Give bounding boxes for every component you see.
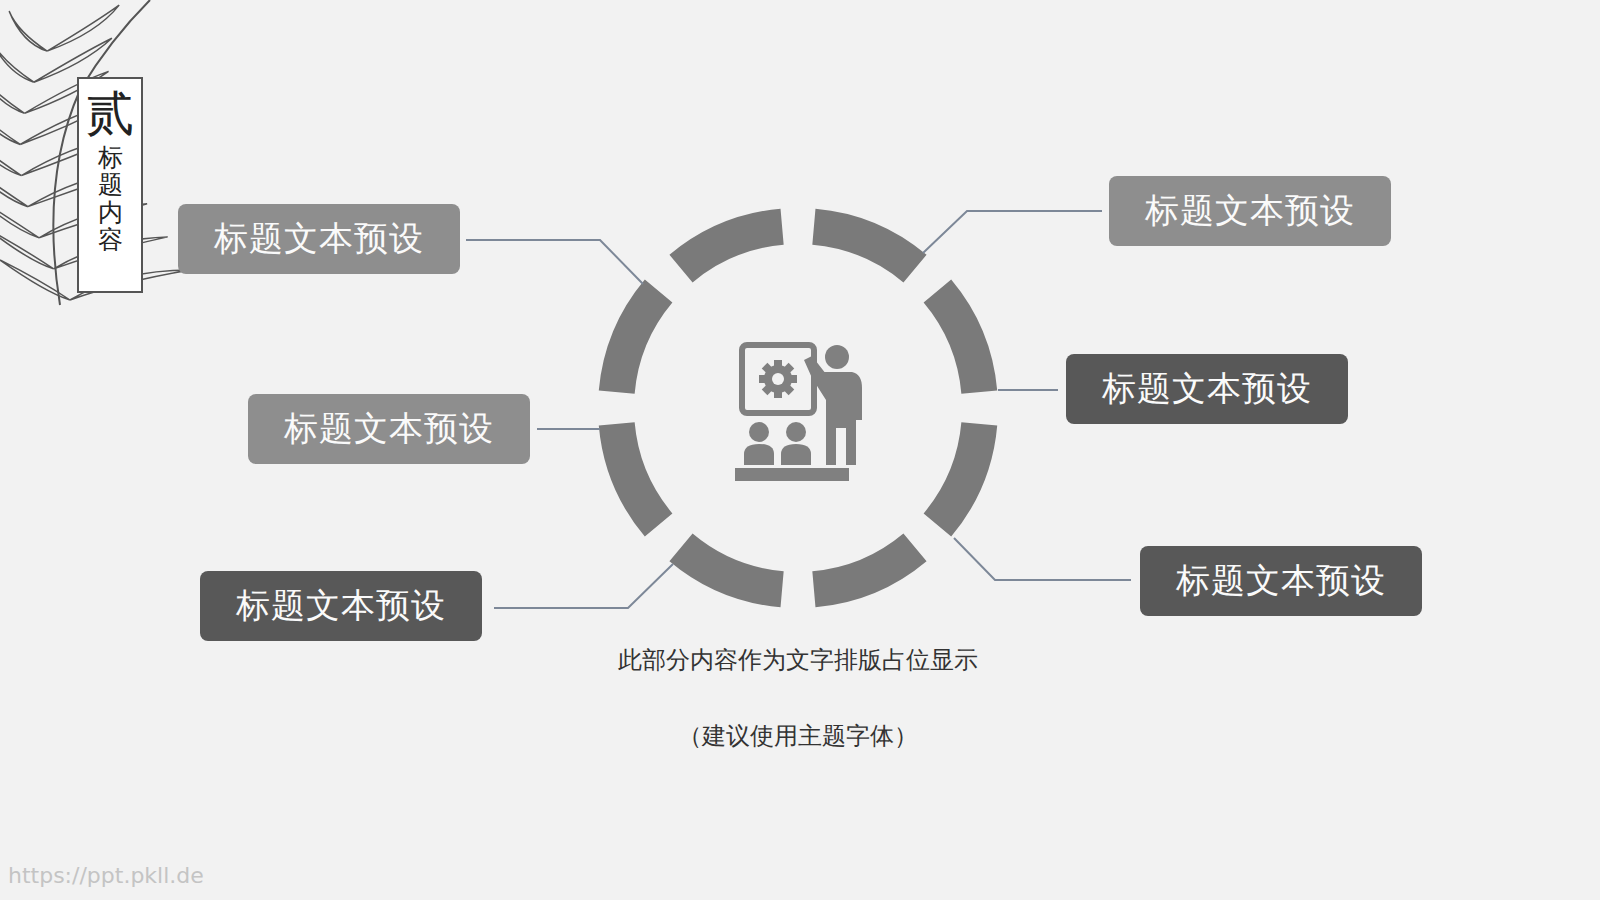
title-text: 标题文本预设 [284,406,494,452]
title-box: 标题文本预设 [248,394,530,464]
presenter-icon [735,345,862,481]
leader-lines [466,211,1131,608]
note-text: 此部分内容作为文字排版占位显示 [618,644,978,676]
section-number: 贰 [86,87,135,140]
title-text: 标题文本预设 [214,216,424,262]
title-box: 标题文本预设 [200,571,482,641]
title-box: 标题文本预设 [1109,176,1391,246]
note-text: （建议使用主题字体） [678,720,918,752]
title-box: 标题文本预设 [1140,546,1422,616]
title-text: 标题文本预设 [236,583,446,629]
title-box: 标题文本预设 [1066,354,1348,424]
title-box: 标题文本预设 [178,204,460,274]
section-tag: 贰标题内容 [77,77,143,293]
title-text: 标题文本预设 [1145,188,1355,234]
title-text: 标题文本预设 [1102,366,1312,412]
dashed-ring [617,227,980,590]
watermark: https://ppt.pkll.de [8,863,204,888]
leaf-illustration [0,0,190,305]
title-text: 标题文本预设 [1176,558,1386,604]
section-title: 标题内容 [98,144,123,254]
